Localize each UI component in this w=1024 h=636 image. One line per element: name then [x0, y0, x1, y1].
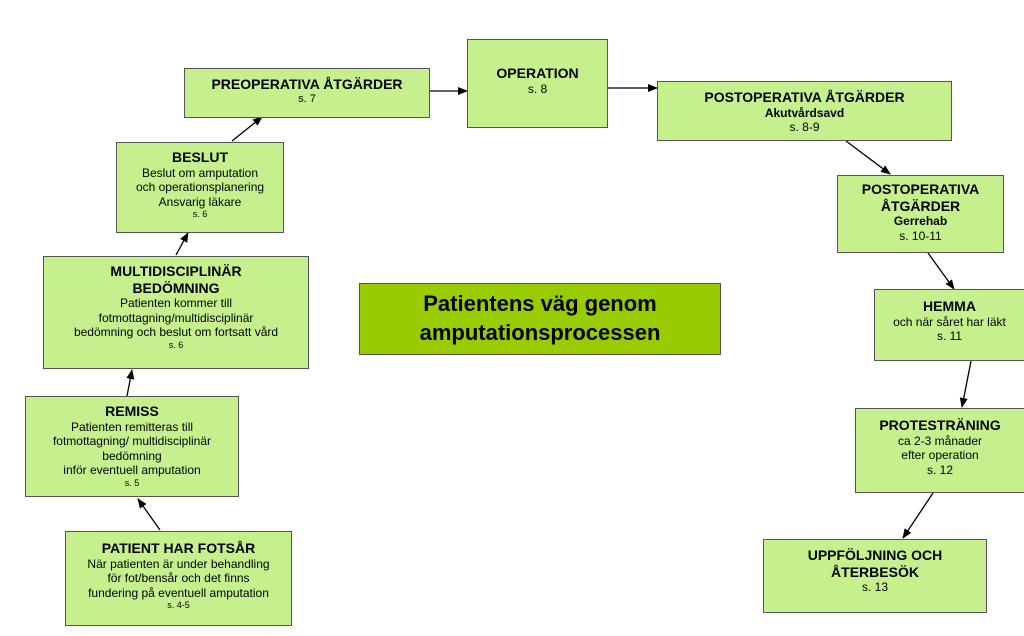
box-patient-har-fotsar: PATIENT HAR FOTSÅR När patienten är unde…: [65, 531, 292, 626]
postop2-title: POSTOPERATIVA ÅTGÄRDER: [861, 181, 980, 214]
operation-page: s. 8: [527, 81, 548, 96]
protes-title: PROTESTRÄNING: [879, 417, 1001, 433]
multi-title: MULTIDISCIPLINÄR BEDÖMNING: [110, 263, 242, 296]
box-hemma: HEMMA och när såret har läkt s. 11: [874, 289, 1024, 361]
remiss-title: REMISS: [105, 403, 159, 419]
beslut-text1: Beslut om amputation: [141, 165, 259, 180]
preop-title: PREOPERATIVA ÅTGÄRDER: [211, 76, 403, 92]
operation-title: OPERATION: [496, 65, 579, 81]
multi-text3: bedömning och beslut om fortsatt vård: [73, 325, 279, 340]
postop1-title: POSTOPERATIVA ÅTGÄRDER: [704, 89, 905, 105]
remiss-text3: bedömning: [102, 448, 162, 463]
uppfoljning-page: s. 13: [861, 580, 888, 595]
beslut-title: BESLUT: [172, 149, 228, 165]
fotsar-page: s. 4-5: [167, 600, 190, 611]
box-postoperativa-gerrehab: POSTOPERATIVA ÅTGÄRDER Gerrehab s. 10-11: [837, 175, 1004, 253]
multi-page: s. 6: [168, 339, 184, 350]
arrow-multi-beslut: [175, 232, 189, 256]
arrow-postop1-postop2: [845, 140, 891, 175]
beslut-page: s. 6: [192, 209, 208, 220]
fotsar-title: PATIENT HAR FOTSÅR: [101, 540, 256, 556]
preop-page: s. 7: [298, 92, 316, 105]
box-postoperativa-akut: POSTOPERATIVA ÅTGÄRDER Akutvårdsavd s. 8…: [657, 81, 952, 141]
box-operation: OPERATION s. 8: [467, 39, 608, 128]
protes-text1: ca 2-3 månader: [897, 433, 983, 448]
arrow-remiss-multi: [126, 369, 135, 397]
remiss-page: s. 5: [124, 478, 140, 489]
multi-text1: Patienten kommer till: [119, 296, 233, 311]
protes-text2: efter operation: [901, 448, 979, 463]
box-preoperativa-atgarder: PREOPERATIVA ÅTGÄRDER s. 7: [184, 68, 430, 118]
remiss-text4: inför eventuell amputation: [63, 463, 201, 478]
arrow-fotsar-remiss: [137, 498, 161, 531]
hemma-title: HEMMA: [923, 298, 976, 314]
postop1-page: s. 8-9: [789, 120, 820, 135]
uppfoljning-title: UPPFÖLJNING OCH ÅTERBESÖK: [807, 547, 943, 580]
multi-text2: fotmottagning/multidisciplinär: [98, 310, 254, 325]
postop2-page: s. 10-11: [899, 228, 942, 243]
box-remiss: REMISS Patienten remitteras till fotmott…: [25, 396, 239, 497]
box-uppfoljning: UPPFÖLJNING OCH ÅTERBESÖK s. 13: [763, 539, 987, 613]
postop2-subtitle: Gerrehab: [893, 214, 948, 229]
arrow-hemma-protes: [959, 360, 972, 408]
remiss-text1: Patienten remitteras till: [70, 419, 194, 434]
remiss-text2: fotmottagning/ multidisciplinär: [52, 434, 212, 449]
box-protestraning: PROTESTRÄNING ca 2-3 månader efter opera…: [855, 408, 1024, 493]
box-beslut: BESLUT Beslut om amputation och operatio…: [116, 142, 284, 233]
fotsar-text1: När patienten är under behandling: [87, 556, 270, 571]
arrow-protes-uppfoljning: [902, 492, 934, 539]
center-title: Patientens väg genom amputationsprocesse…: [359, 283, 721, 355]
protes-page: s. 12: [926, 462, 953, 477]
arrow-beslut-preop: [231, 116, 263, 142]
fotsar-text2: för fot/bensår och det finns: [107, 571, 250, 586]
beslut-text2: och operationsplanering: [135, 180, 265, 195]
fotsar-text3: fundering på eventuell amputation: [88, 585, 269, 600]
box-multidisciplinar: MULTIDISCIPLINÄR BEDÖMNING Patienten kom…: [43, 256, 309, 369]
hemma-text: och när såret har läkt: [893, 314, 1006, 329]
postop1-subtitle: Akutvårdsavd: [764, 105, 845, 120]
beslut-text3: Ansvarig läkare: [158, 194, 242, 209]
hemma-page: s. 11: [936, 329, 963, 344]
arrow-postop2-hemma: [927, 252, 955, 290]
